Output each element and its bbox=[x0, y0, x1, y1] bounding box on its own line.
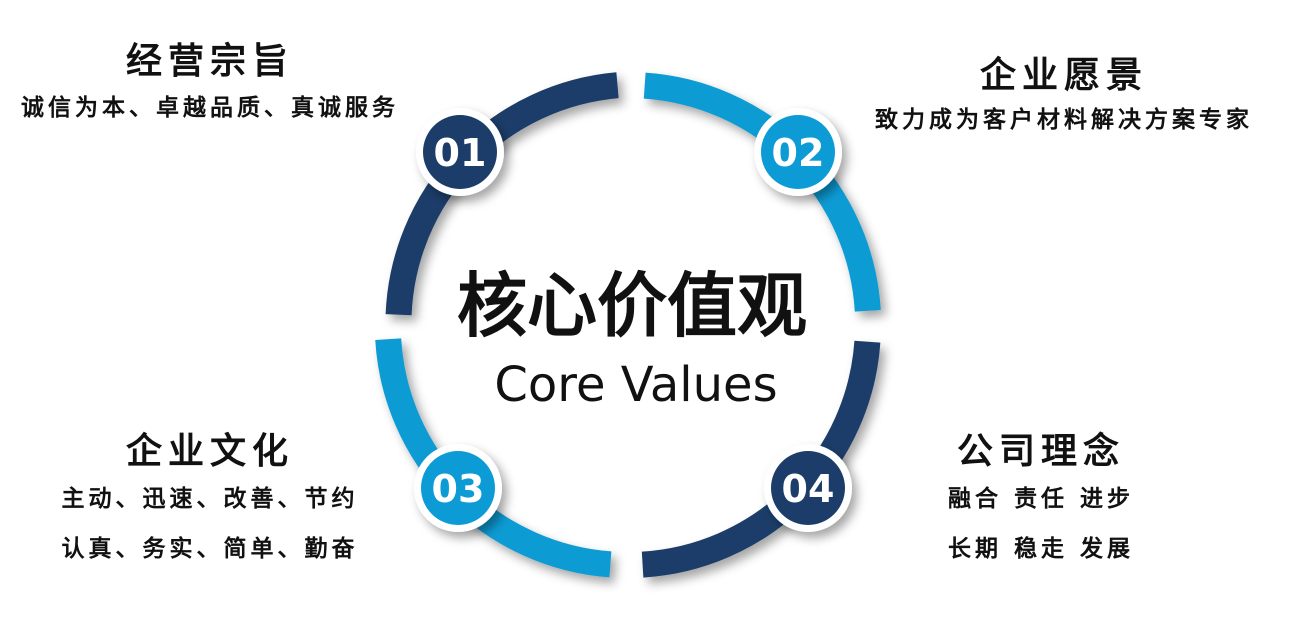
item-02-line-1: 致力成为客户材料解决方案专家 bbox=[875, 107, 1253, 133]
number-badge-04: 04 bbox=[764, 444, 852, 532]
number-badge-01: 01 bbox=[416, 108, 504, 196]
item-04-line-2: 长期 稳走 发展 bbox=[947, 536, 1134, 562]
number-03: 03 bbox=[432, 467, 485, 511]
item-03-heading: 企业文化 bbox=[125, 431, 294, 472]
number-badge-03: 03 bbox=[414, 444, 502, 532]
item-04-line-1: 融合 责任 进步 bbox=[947, 486, 1134, 512]
center-subtitle: Core Values bbox=[494, 357, 777, 413]
number-02: 02 bbox=[772, 131, 825, 175]
number-badge-02: 02 bbox=[754, 108, 842, 196]
center-title: 核心价值观 bbox=[457, 264, 807, 347]
item-03-line-1: 主动、迅速、改善、节约 bbox=[61, 486, 359, 512]
item-04-heading: 公司理念 bbox=[956, 431, 1125, 472]
item-01-text: 经营宗旨 诚信为本、卓越品质、真诚服务 bbox=[0, 42, 420, 122]
item-02-text: 企业愿景 致力成为客户材料解决方案专家 bbox=[838, 56, 1290, 134]
item-03-line-2: 认真、务实、简单、勤奋 bbox=[61, 536, 359, 562]
item-02-heading: 企业愿景 bbox=[979, 55, 1148, 96]
number-04: 04 bbox=[782, 467, 835, 511]
item-03-text: 企业文化 主动、迅速、改善、节约 认真、务实、简单、勤奋 bbox=[22, 432, 398, 574]
item-01-line-1: 诚信为本、卓越品质、真诚服务 bbox=[21, 95, 399, 121]
item-04-text: 公司理念 融合 责任 进步 长期 稳走 发展 bbox=[910, 432, 1172, 574]
number-01: 01 bbox=[434, 131, 487, 175]
item-01-heading: 经营宗旨 bbox=[125, 41, 294, 82]
